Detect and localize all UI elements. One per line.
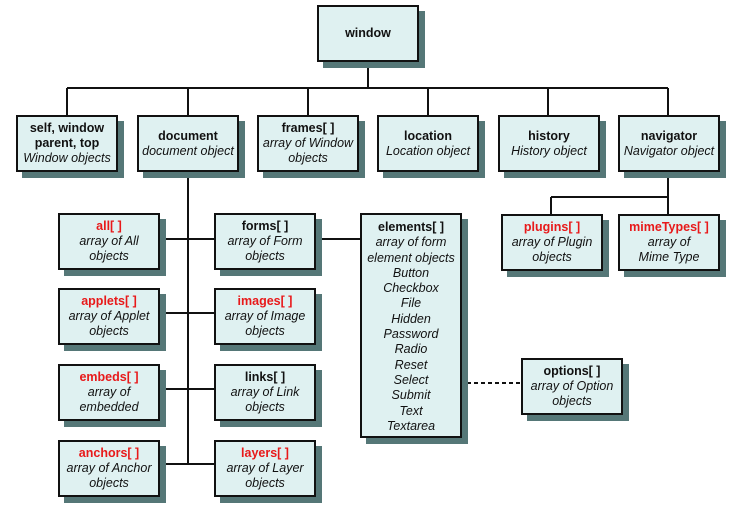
node-desc: array of Option <box>530 379 614 393</box>
node-desc: array of Plugin <box>511 235 593 249</box>
node-desc: objects <box>552 394 592 408</box>
node-desc: element objects <box>367 250 455 265</box>
node-desc: embedded <box>79 400 139 414</box>
node-desc: Navigator object <box>623 143 715 158</box>
node-navigator: navigator Navigator object <box>618 115 720 172</box>
node-window: window <box>317 5 419 62</box>
node-desc: History object <box>511 143 587 158</box>
node-anchors: anchors[ ] array of Anchor objects <box>58 440 160 497</box>
node-title: history <box>528 128 570 143</box>
node-title: forms[ ] <box>241 219 289 233</box>
node-desc: objects <box>245 400 285 414</box>
node-desc: objects <box>245 476 285 490</box>
node-title: location <box>404 128 452 143</box>
node-title: applets[ ] <box>81 294 137 308</box>
node-desc: objects <box>245 249 285 263</box>
node-images: images[ ] array of Image objects <box>214 288 316 345</box>
node-desc: objects <box>288 151 328 165</box>
node-title: anchors[ ] <box>78 446 140 460</box>
node-all: all[ ] array of All objects <box>58 213 160 270</box>
node-title: images[ ] <box>237 294 293 308</box>
element-type-button: Button <box>392 265 430 280</box>
node-plugins: plugins[ ] array of Plugin objects <box>501 214 603 271</box>
element-type-select: Select <box>393 372 429 387</box>
node-desc: array of form <box>375 235 447 250</box>
node-desc: document object <box>142 143 234 158</box>
node-desc: Mime Type <box>638 250 700 264</box>
node-title: links[ ] <box>244 370 286 384</box>
node-desc: objects <box>89 324 129 338</box>
node-history: history History object <box>498 115 600 172</box>
node-layers: layers[ ] array of Layer objects <box>214 440 316 497</box>
node-location: location Location object <box>377 115 479 172</box>
node-applets: applets[ ] array of Applet objects <box>58 288 160 345</box>
node-desc: array of Image <box>224 309 306 323</box>
node-title: embeds[ ] <box>79 370 139 384</box>
node-desc: array of <box>647 235 691 249</box>
node-title: all[ ] <box>96 219 122 233</box>
node-desc: array of <box>87 385 131 399</box>
node-mimetypes: mimeTypes[ ] array of Mime Type <box>618 214 720 271</box>
node-title: document <box>158 128 218 143</box>
element-type-password: Password <box>383 327 439 342</box>
node-title-line2: parent, top <box>34 136 100 150</box>
element-type-checkbox: Checkbox <box>383 281 439 296</box>
node-desc: array of All <box>79 234 139 248</box>
node-desc: objects <box>89 476 129 490</box>
node-embeds: embeds[ ] array of embedded <box>58 364 160 421</box>
element-type-text: Text <box>399 403 423 418</box>
node-document: document document object <box>137 115 239 172</box>
node-desc: Window objects <box>23 151 111 165</box>
node-options: options[ ] array of Option objects <box>521 358 623 415</box>
node-desc: objects <box>245 324 285 338</box>
node-desc: array of Form <box>227 234 303 248</box>
node-title: window <box>345 26 391 40</box>
node-self: self, window parent, top Window objects <box>16 115 118 172</box>
element-type-file: File <box>400 296 422 311</box>
node-title: elements[ ] <box>378 220 444 234</box>
node-desc: array of Layer <box>226 461 304 475</box>
node-desc: array of Window <box>262 136 354 150</box>
node-title: frames[ ] <box>281 121 335 135</box>
node-desc: array of Link <box>230 385 300 399</box>
node-forms: forms[ ] array of Form objects <box>214 213 316 270</box>
node-title: navigator <box>640 128 698 143</box>
node-desc: array of Anchor <box>66 461 152 475</box>
element-type-radio: Radio <box>394 342 428 357</box>
node-title: plugins[ ] <box>523 220 581 234</box>
node-title: mimeTypes[ ] <box>629 220 709 234</box>
node-desc: objects <box>532 250 572 264</box>
node-desc: array of Applet <box>68 309 150 323</box>
node-frames: frames[ ] array of Window objects <box>257 115 359 172</box>
node-desc: Location object <box>385 143 471 158</box>
node-title: self, window <box>29 121 105 135</box>
node-links: links[ ] array of Link objects <box>214 364 316 421</box>
element-type-reset: Reset <box>394 357 428 372</box>
node-elements: elements[ ] array of form element object… <box>360 213 462 438</box>
element-type-hidden: Hidden <box>391 311 431 326</box>
element-type-textarea: Textarea <box>386 418 436 433</box>
node-title: layers[ ] <box>241 446 289 460</box>
element-type-submit: Submit <box>391 388 431 403</box>
node-title: options[ ] <box>543 364 601 378</box>
node-desc: objects <box>89 249 129 263</box>
